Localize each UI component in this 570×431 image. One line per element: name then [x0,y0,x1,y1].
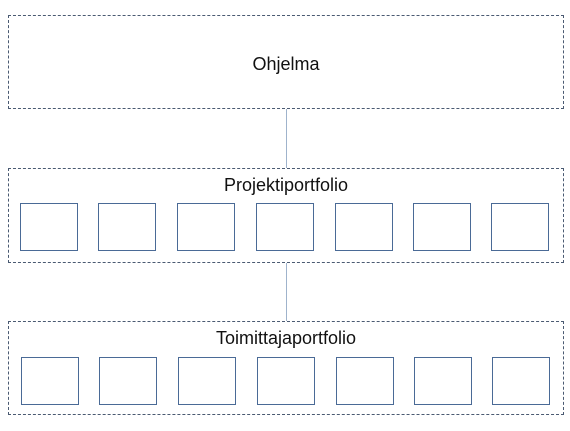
supplier-portfolio-item-box [99,357,157,405]
program-box: Ohjelma [8,15,564,109]
project-portfolio-item-box [20,203,78,251]
project-portfolio-item-box [491,203,549,251]
supplier-portfolio-item-box [336,357,394,405]
program-to-project-connector [286,109,287,168]
program-label: Ohjelma [252,54,320,74]
project-portfolio-item-box [177,203,235,251]
project-portfolio-item-box [256,203,314,251]
project-portfolio-box: Projektiportfolio [8,168,564,263]
supplier-portfolio-item-box [492,357,550,405]
supplier-portfolio-item-box [21,357,79,405]
supplier-portfolio-box: Toimittajaportfolio [8,321,564,415]
supplier-portfolio-label: Toimittajaportfolio [215,328,357,348]
project-portfolio-label: Projektiportfolio [223,175,349,195]
supplier-portfolio-item-box [178,357,236,405]
project-portfolio-item-box [413,203,471,251]
supplier-portfolio-item-box [257,357,315,405]
project-portfolio-item-box [335,203,393,251]
project-portfolio-item-box [98,203,156,251]
supplier-portfolio-item-box [414,357,472,405]
project-to-supplier-connector [286,263,287,321]
